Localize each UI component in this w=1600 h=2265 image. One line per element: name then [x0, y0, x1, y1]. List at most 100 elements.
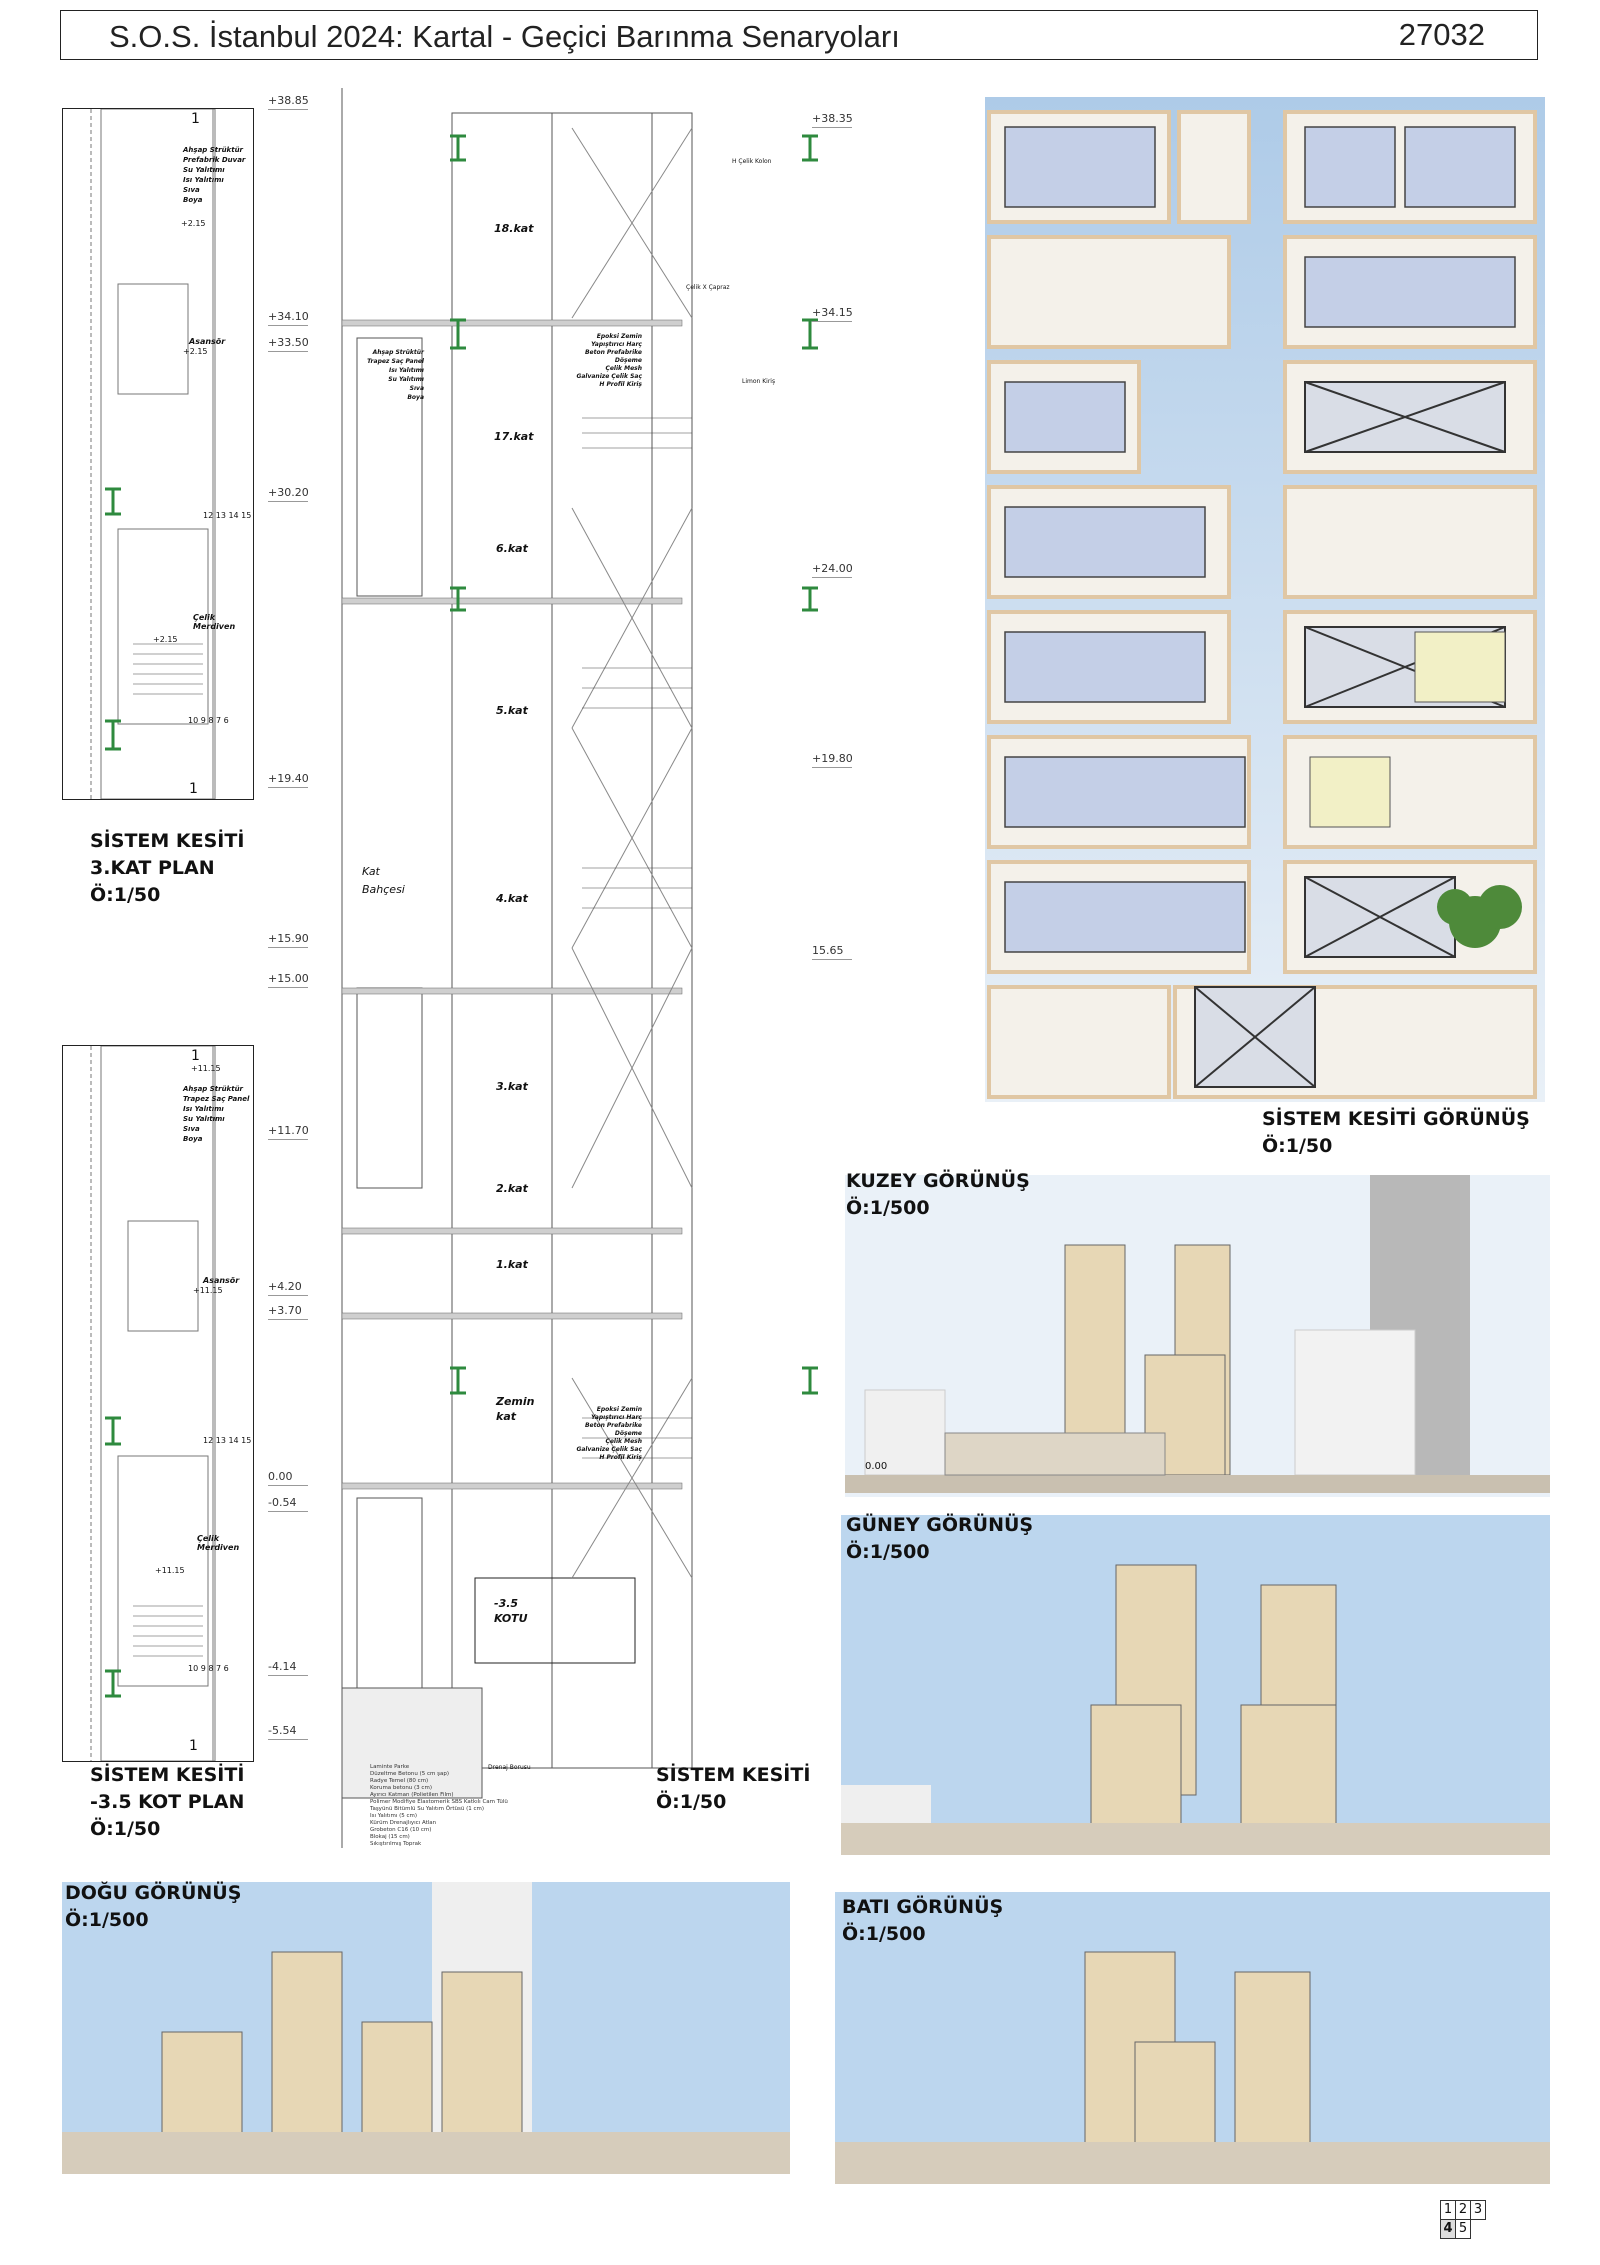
plan-top-note-asansor: Asansör — [189, 337, 226, 346]
drain-note: Drenaj Borusu — [488, 1764, 531, 1771]
guney-view — [841, 1515, 1550, 1855]
plan-top-stair-top: 12 13 14 15 — [203, 511, 252, 520]
wall-layer-list: Ahşap Strüktür Trapez Saç Panel Isı Yalı… — [354, 348, 424, 402]
footnote-item: Isı Yalıtımı (5 cm) — [370, 1813, 418, 1819]
plan-bottom-mark-bottom: 1 — [189, 1738, 198, 1754]
layer-item: H Profil Kiriş — [599, 381, 642, 388]
title-line: SİSTEM KESİTİ GÖRÜNÜŞ — [1262, 1108, 1530, 1130]
footnote-item: Kürüm Drenajlıyıcı Atlan — [370, 1820, 437, 1826]
title-line: DOĞU GÖRÜNÜŞ — [65, 1882, 242, 1904]
plan-top-level-2: +2.15 — [183, 347, 208, 356]
footnote-item: Blokaj (15 cm) — [370, 1834, 410, 1840]
title-line: Ö:1/500 — [846, 1541, 930, 1563]
plan-bottom-mark-top: 1 — [191, 1048, 200, 1064]
layer-item: Galvanize Çelik Saç — [576, 1446, 642, 1453]
footnote-item: Koruma betonu (3 cm) — [370, 1785, 432, 1791]
plan-bottom-layer-list: Ahşap Strüktür Trapez Saç Panel Isı Yalı… — [183, 1084, 249, 1144]
plan-bottom-stair-bottom: 10 9 8 7 6 — [188, 1664, 229, 1673]
plan-bottom-stair-top: 12 13 14 15 — [203, 1436, 252, 1445]
plan-top-stair-bottom: 10 9 8 7 6 — [188, 716, 229, 725]
board-header: S.O.S. İstanbul 2024: Kartal - Geçici Ba… — [60, 10, 1538, 60]
bracing-note: H Çelik Kolon — [732, 158, 772, 165]
level-mark: +4.20 — [268, 1280, 308, 1296]
garden-label: Kat Bahçesi — [362, 865, 405, 896]
slab-layer-list: Epoksi Zemin Yapıştırıcı Harç Beton Pref… — [562, 333, 642, 389]
footnote-item: Polimer Modifiye Elastomerik SBS Katkılı… — [370, 1799, 508, 1805]
layer-item: H Profil Kiriş — [599, 1454, 642, 1461]
section-footnote: Laminte Parke Düzeltme Betonu (5 cm şap)… — [370, 1764, 508, 1848]
plan-top-mark-bottom: 1 — [189, 781, 198, 797]
footnote-item: Ayırıcı Katman (Polietilen Film) — [370, 1792, 454, 1798]
bati-title: BATI GÖRÜNÜŞ Ö:1/500 — [842, 1894, 1003, 1948]
level-mark: +15.90 — [268, 932, 309, 948]
layer-item: Su Yalıtımı — [183, 166, 225, 174]
level-mark: +33.50 — [268, 336, 309, 352]
level-mark: 0.00 — [268, 1470, 308, 1486]
plan-top-linework — [90, 108, 216, 800]
guney-drawing — [841, 1515, 1550, 1855]
footnote-item: Radye Temel (80 cm) — [370, 1778, 429, 1784]
floor-label: 4.kat — [496, 892, 528, 905]
layer-item: Sıva — [183, 1125, 200, 1133]
floor-label: 18.kat — [494, 222, 534, 235]
bati-drawing — [835, 1892, 1550, 2184]
title-line: SİSTEM KESİTİ — [90, 830, 245, 852]
layer-item: Ahşap Strüktür — [372, 349, 424, 356]
title-line: GÜNEY GÖRÜNÜŞ — [846, 1514, 1034, 1536]
plan-top-layer-list: Ahşap Strüktür Prefabrik Duvar Su Yalıtı… — [183, 145, 245, 205]
level-mark-right: +34.15 — [812, 306, 853, 322]
layer-item: Yapıştırıcı Harç — [591, 1414, 642, 1421]
layer-item: Isı Yalıtımı — [389, 367, 424, 374]
floor-label: 6.kat — [496, 542, 528, 555]
layer-item: Trapez Saç Panel — [367, 358, 424, 365]
floor-label: 1.kat — [496, 1258, 528, 1271]
floor-label: 3.kat — [496, 1080, 528, 1093]
layer-item: Sıva — [183, 186, 200, 194]
title-line: Ö:1/50 — [1262, 1135, 1333, 1157]
floor-label: -3.5 KOTU — [494, 1597, 528, 1625]
plan-bottom-level-2: +11.15 — [193, 1286, 223, 1295]
layer-item: Boya — [183, 196, 203, 204]
layer-item: Galvanize Çelik Saç — [576, 373, 642, 380]
plan-top-note-merdiven: Çelik Merdiven — [193, 613, 236, 631]
floor-label: 5.kat — [496, 704, 528, 717]
sheet-index-cell: 5 — [1455, 2219, 1471, 2239]
dogu-drawing — [62, 1882, 790, 2174]
level-mark-right: +19.80 — [812, 752, 853, 768]
footnote-item: Laminte Parke — [370, 1764, 410, 1770]
layer-item: Boya — [407, 394, 424, 401]
layer-item: Ahşap Strüktür — [183, 1085, 243, 1093]
plan-bottom-level-1: +11.15 — [191, 1064, 221, 1073]
layer-item: Çelik Mesh — [605, 365, 642, 372]
level-mark-right: +38.35 — [812, 112, 853, 128]
title-line: Ö:1/500 — [65, 1909, 149, 1931]
sheet-index-cell: 1 — [1440, 2200, 1456, 2220]
footnote-item: Taşyünü Bitümlü Su Yalıtım Örtüsü (1 cm) — [370, 1806, 485, 1812]
plan-top-mark-top: 1 — [191, 111, 200, 127]
title-line: SİSTEM KESİTİ — [656, 1764, 811, 1786]
footnote-item: Düzeltme Betonu (5 cm şap) — [370, 1771, 449, 1777]
title-line: BATI GÖRÜNÜŞ — [842, 1896, 1004, 1918]
kuzey-title: KUZEY GÖRÜNÜŞ Ö:1/500 — [846, 1168, 1030, 1222]
title-line: Ö:1/50 — [90, 1818, 161, 1840]
title-line: KUZEY GÖRÜNÜŞ — [846, 1170, 1030, 1192]
level-mark: -5.54 — [268, 1724, 309, 1740]
plan-top-title: SİSTEM KESİTİ 3.KAT PLAN Ö:1/50 — [90, 828, 244, 909]
sheet-index-cell: 2 — [1455, 2200, 1471, 2220]
level-mark-right: 15.65 — [812, 944, 852, 960]
layer-item: Beton Prefabrike Döşeme — [584, 1422, 642, 1437]
title-line: Ö:1/500 — [846, 1197, 930, 1219]
section-linework — [341, 88, 818, 1848]
sheet-index: 1 2 3 4 5 — [1440, 2200, 1486, 2239]
layer-item: Sıva — [409, 385, 424, 392]
floor-label: 17.kat — [494, 430, 534, 443]
plan-bottom-linework — [90, 1045, 216, 1762]
footnote-item: Sıkıştırılmış Toprak — [370, 1841, 422, 1847]
bati-view — [835, 1892, 1550, 2184]
facade-title: SİSTEM KESİTİ GÖRÜNÜŞ Ö:1/50 — [1262, 1106, 1530, 1160]
level-mark: +11.70 — [268, 1124, 309, 1140]
title-line: Ö:1/500 — [842, 1923, 926, 1945]
system-facade-view — [985, 97, 1545, 1102]
plan-top-level-1: +2.15 — [181, 219, 206, 228]
board-code: 27032 — [1398, 17, 1485, 52]
